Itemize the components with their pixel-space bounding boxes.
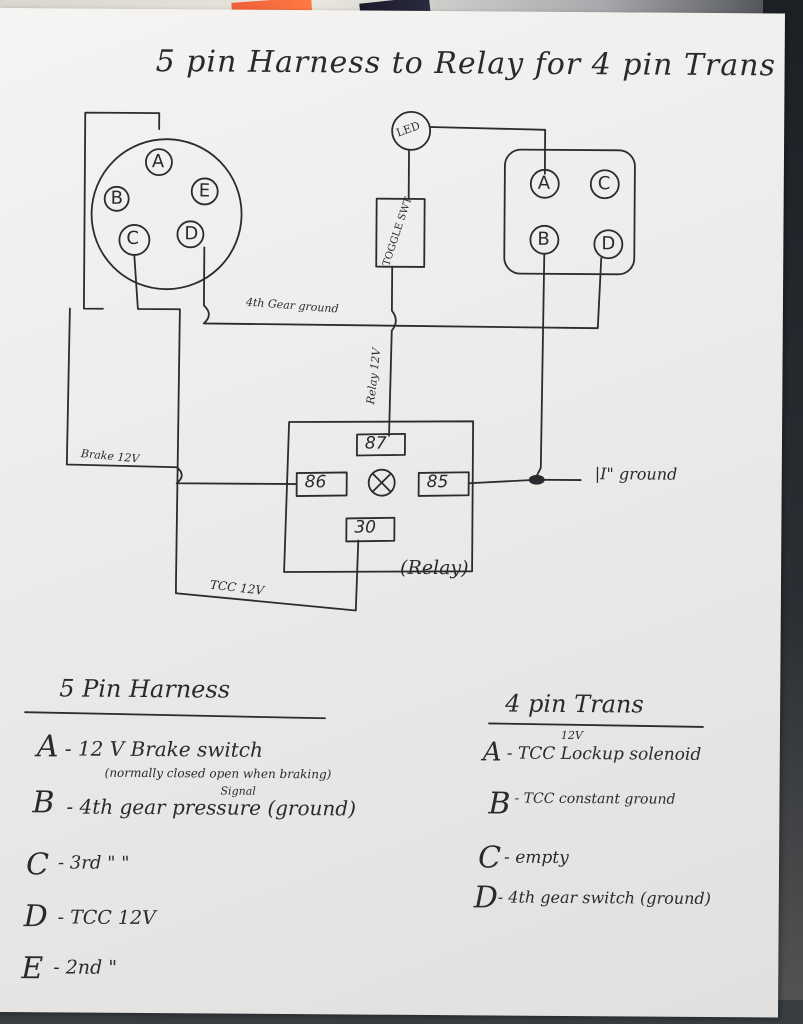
harness-circle bbox=[90, 138, 243, 291]
toggle-switch bbox=[375, 197, 426, 268]
relay-coil bbox=[367, 468, 396, 497]
relay-body bbox=[283, 420, 475, 573]
legend-trans-heading: 4 pin Trans bbox=[505, 689, 644, 719]
legend-trans-text-d: - 4th gear switch (ground) bbox=[497, 887, 712, 908]
legend-trans-text-b: - TCC constant ground bbox=[514, 790, 676, 808]
trans-pin-d-label: D bbox=[601, 233, 616, 255]
trans-pin-a bbox=[529, 168, 560, 199]
harness-outline bbox=[83, 111, 161, 310]
wiring-drawing bbox=[24, 110, 704, 728]
legend-harness-letter-a: A bbox=[36, 729, 59, 765]
wire-toggle-to-87 bbox=[388, 265, 397, 437]
trans-outline bbox=[503, 148, 636, 276]
legend-trans-note-a: 12V bbox=[560, 728, 583, 743]
harness-pin-e bbox=[190, 177, 219, 206]
ground-label: |I" ground bbox=[594, 464, 678, 484]
legend-harness-note-b: Signal bbox=[220, 784, 256, 798]
led-symbol bbox=[391, 110, 432, 151]
legend-harness-text-d: - TCC 12V bbox=[57, 906, 156, 930]
page-title: 5 pin Harness to Relay for 4 pin Trans bbox=[155, 44, 777, 84]
legend-trans-letter-b: B bbox=[488, 786, 511, 822]
harness-pin-a bbox=[145, 148, 173, 177]
relay-pin-85-label: 85 bbox=[426, 471, 449, 493]
legend-harness-text-e: - 2nd " bbox=[53, 956, 118, 979]
harness-pin-c-label: C bbox=[126, 227, 140, 249]
legend-trans-rule bbox=[488, 722, 704, 728]
harness-pin-e-label: E bbox=[198, 180, 211, 202]
harness-pin-d-label: D bbox=[184, 223, 199, 245]
harness-pin-b-label: B bbox=[110, 187, 124, 209]
relay-pin-30-box bbox=[345, 516, 396, 543]
legend-trans-letter-a: A bbox=[482, 737, 502, 768]
legend-harness-text-a: - 12 V Brake switch bbox=[64, 736, 264, 762]
legend-harness-letter-e: E bbox=[21, 951, 44, 987]
wire-led-to-trans-a bbox=[429, 126, 547, 175]
harness-pin-a-label: A bbox=[151, 151, 165, 173]
harness-pin-b bbox=[103, 185, 130, 212]
harness-pin-d bbox=[176, 220, 205, 249]
legend-harness-text-c: - 3rd " " bbox=[57, 852, 130, 874]
paper-sheet: 5 pin Harness to Relay for 4 pin Trans A… bbox=[0, 8, 785, 1018]
legend-harness-heading: 5 Pin Harness bbox=[59, 674, 231, 704]
relay-pin-30-label: 30 bbox=[354, 517, 377, 538]
trans-pin-a-label: A bbox=[537, 172, 551, 194]
legend-trans-text-c: - empty bbox=[504, 847, 569, 868]
relay-pin-87-label: 87 bbox=[364, 433, 387, 454]
relay-pin-86-box bbox=[295, 471, 348, 497]
wire-trans-b-to-85 bbox=[535, 252, 546, 477]
relay-pin-87-box bbox=[355, 432, 406, 457]
trans-pin-c-label: C bbox=[597, 173, 611, 195]
legend-trans-letter-d: D bbox=[473, 880, 498, 916]
relay-pin-85-box bbox=[417, 471, 470, 497]
trans-pin-d bbox=[593, 229, 624, 260]
legend-harness-letter-d: D bbox=[23, 899, 48, 935]
legend-harness-rule bbox=[24, 711, 326, 720]
relay-pin-86-label: 86 bbox=[304, 472, 327, 493]
wire-fourth-gear-ground bbox=[202, 246, 603, 330]
trans-pin-c bbox=[589, 169, 620, 200]
relay-caption: (Relay) bbox=[400, 556, 469, 580]
legend-harness-letter-b: B bbox=[32, 785, 55, 821]
wire-85-to-ground bbox=[467, 478, 582, 485]
legend-harness-note-a: (normally closed open when braking) bbox=[104, 765, 332, 782]
legend-trans-text-a: - TCC Lockup solenoid bbox=[506, 743, 702, 765]
ground-junction bbox=[528, 474, 545, 485]
legend-harness-letter-c: C bbox=[25, 847, 50, 883]
trans-pin-b-label: B bbox=[537, 228, 550, 250]
legend-trans-letter-c: C bbox=[477, 840, 502, 876]
relay-coil-x bbox=[371, 472, 392, 493]
wire-tcc-12v bbox=[133, 254, 360, 612]
legend-harness-text-b: - 4th gear pressure (ground) bbox=[66, 794, 357, 821]
